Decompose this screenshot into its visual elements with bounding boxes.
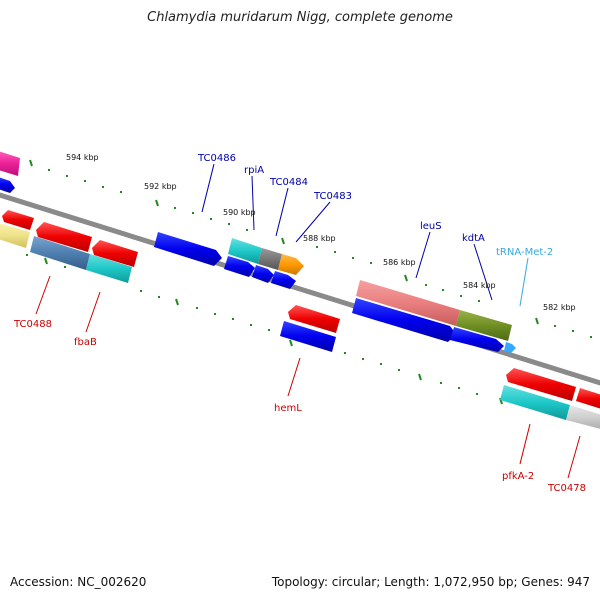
tick-label: 588 kbp [303,234,336,243]
gene-arrow[interactable] [278,254,304,275]
genome-summary: Topology: circular; Length: 1,072,950 bp… [271,575,590,589]
gene-arrow[interactable] [36,222,92,252]
gene-label[interactable]: TC0486 [197,153,236,164]
gene-label[interactable]: leuS [420,221,442,232]
gene-label[interactable]: hemL [274,403,302,414]
tick-label: 590 kbp [223,208,256,217]
gene-arrow[interactable] [154,232,222,266]
gene-arrow[interactable] [288,305,340,333]
tick-labels: 594 kbp 592 kbp 590 kbp 588 kbp 586 kbp … [66,153,576,312]
outer-scale [29,159,592,338]
gene-arrow[interactable] [0,222,30,248]
gene-arrow[interactable] [450,327,504,352]
gene-arrow[interactable] [456,310,512,341]
gene-arrow[interactable] [506,368,576,401]
gene-arrow[interactable] [280,321,336,352]
forward-genes [0,150,516,353]
genome-backbone [0,192,600,386]
gene-arrow[interactable] [228,238,262,264]
gene-arrow[interactable] [0,150,20,176]
gene-arrow[interactable] [0,176,15,193]
tick-label: 582 kbp [543,303,576,312]
gene-arrow[interactable] [356,280,460,326]
gene-arrow[interactable] [271,271,296,289]
label-leaders [35,163,581,479]
gene-label[interactable]: TC0488 [13,319,52,330]
genome-title: Chlamydia muridarum Nigg, complete genom… [147,10,453,25]
gene-labels-forward: TC0486 rpiA TC0484 TC0483 leuS kdtA tRNA… [197,153,553,258]
gene-arrow[interactable] [30,236,90,270]
gene-label[interactable]: kdtA [462,233,485,244]
gene-label[interactable]: tRNA-Met-2 [496,247,553,258]
gene-arrow[interactable] [86,254,132,283]
tick-label: 586 kbp [383,258,416,267]
accession-text: Accession: NC_002620 [10,575,147,589]
tick-label: 584 kbp [463,281,496,290]
gene-label[interactable]: TC0484 [269,177,308,188]
gene-arrow[interactable] [224,256,255,277]
gene-label[interactable]: rpiA [244,165,264,176]
reverse-genes [0,210,600,430]
gene-arrow[interactable] [252,265,274,283]
tick-label: 594 kbp [66,153,99,162]
gene-arrow[interactable] [352,298,456,342]
gene-labels-reverse: TC0488 fbaB hemL pfkA-2 TC0478 [13,319,586,494]
gene-arrow[interactable] [576,388,600,410]
gene-label[interactable]: pfkA-2 [502,471,534,482]
trna-arrow[interactable] [504,342,516,353]
gene-arrow[interactable] [566,405,600,430]
gene-label[interactable]: TC0483 [313,191,352,202]
gene-arrow[interactable] [2,210,34,230]
gene-label[interactable]: TC0478 [547,483,586,494]
tick-label: 592 kbp [144,182,177,191]
gene-arrow[interactable] [500,385,570,420]
gene-label[interactable]: fbaB [74,337,97,348]
gene-arrow[interactable] [92,240,138,267]
gene-arrow[interactable] [258,248,282,270]
